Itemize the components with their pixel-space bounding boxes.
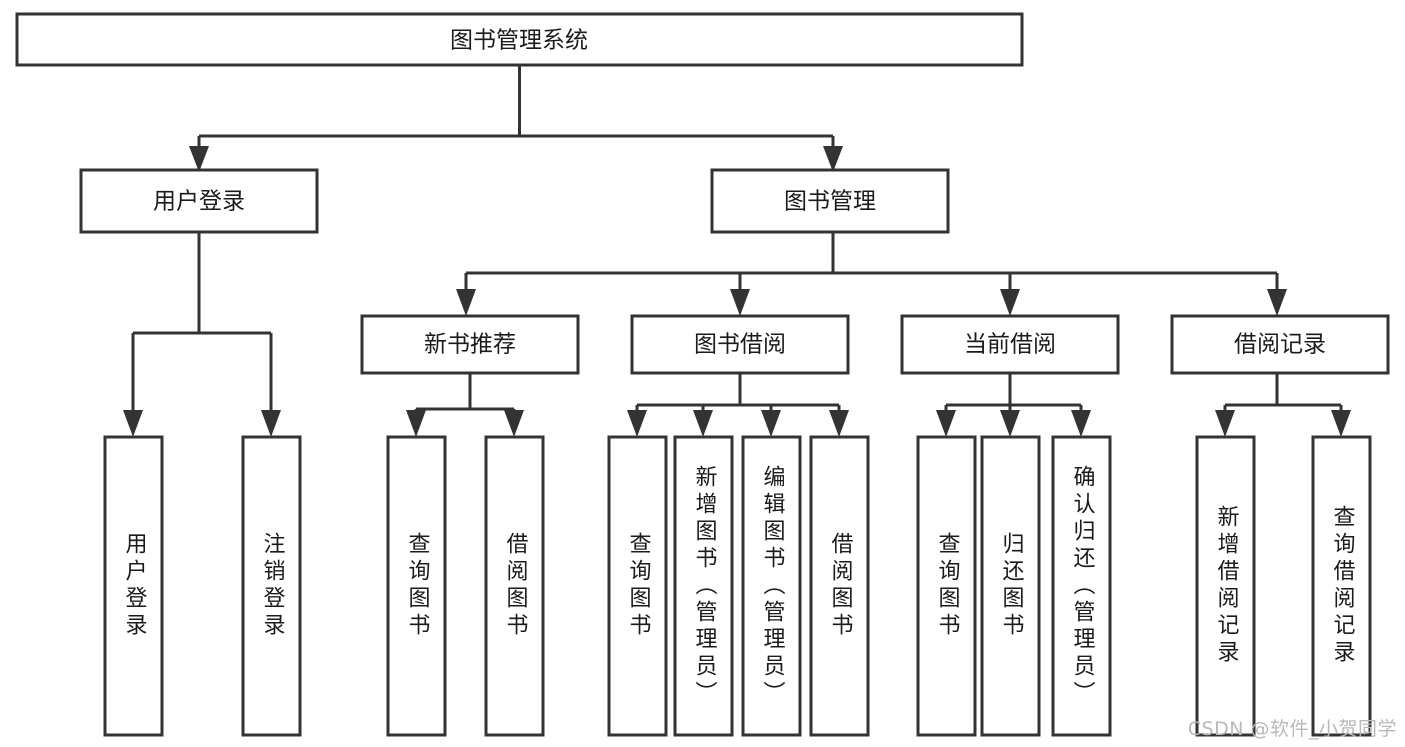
edge-current-borrow-to-leaves (944, 373, 1083, 416)
node-leaf-borrow-book-b[interactable] (809, 435, 870, 737)
label-book-manage: 图书管理 (784, 189, 876, 215)
node-book-manage[interactable] (710, 168, 950, 234)
edge-book-borrow-to-leaves (635, 373, 841, 416)
node-leaf-query-book-c[interactable] (916, 435, 977, 737)
arrowhead-to-book-borrow (730, 289, 750, 316)
edge-new-book-rec-to-leaves (414, 373, 516, 420)
arrowhead-to-leaf-user-login (123, 410, 143, 437)
node-user-login[interactable] (79, 168, 319, 234)
connector-layer (123, 65, 1351, 437)
node-leaf-add-book[interactable] (673, 435, 734, 737)
arrowhead-to-leaf-query-book-b (627, 410, 647, 437)
label-current-borrow: 当前借阅 (964, 332, 1056, 358)
arrowhead-to-leaf-borrow-book-rec (504, 410, 524, 437)
label-book-borrow: 图书借阅 (694, 332, 786, 358)
node-leaf-query-record[interactable] (1311, 435, 1372, 737)
arrowhead-to-leaf-confirm-return (1071, 410, 1091, 437)
label-new-book-rec: 新书推荐 (424, 332, 516, 358)
horizontal-label-layer: 图书管理系统 用户登录 图书管理 新书推荐 图书借阅 当前借阅 借阅记录 (153, 28, 1326, 358)
node-leaf-logout[interactable] (241, 435, 302, 737)
arrowhead-to-current-borrow (1000, 289, 1020, 316)
arrowhead-to-book-manage (823, 146, 843, 172)
node-layer (15, 12, 1390, 737)
node-leaf-query-book-b[interactable] (607, 435, 668, 737)
edge-borrow-record-to-leaves (1223, 373, 1343, 416)
edge-user-login-to-leaves (131, 232, 273, 423)
node-leaf-edit-book[interactable] (741, 435, 802, 737)
node-current-borrow[interactable] (900, 314, 1120, 375)
label-root: 图书管理系统 (450, 28, 588, 54)
node-book-borrow[interactable] (630, 314, 850, 375)
arrowhead-to-leaf-edit-book (761, 410, 781, 437)
arrowhead-to-leaf-query-record (1331, 410, 1351, 437)
node-borrow-record[interactable] (1170, 314, 1390, 375)
arrowhead-to-leaf-return-book (1000, 410, 1020, 437)
node-leaf-return-book[interactable] (980, 435, 1041, 737)
arrowhead-to-borrow-record (1267, 289, 1287, 316)
arrowhead-to-leaf-logout (261, 410, 281, 437)
node-leaf-borrow-book-rec[interactable] (484, 435, 545, 737)
arrowhead-to-leaf-query-book-rec (406, 410, 426, 437)
edge-root-to-level2 (197, 65, 835, 160)
node-root[interactable] (15, 12, 1024, 67)
label-borrow-record: 借阅记录 (1234, 332, 1326, 358)
arrowhead-to-leaf-borrow-book-b (829, 410, 849, 437)
node-leaf-add-record[interactable] (1195, 435, 1256, 737)
node-new-book-rec[interactable] (360, 314, 580, 375)
node-leaf-user-login[interactable] (103, 435, 164, 737)
node-leaf-confirm-return[interactable] (1051, 435, 1112, 737)
label-user-login: 用户登录 (153, 189, 245, 215)
arrowhead-to-user-login (189, 146, 209, 172)
arrowhead-to-new-book-rec (456, 289, 476, 316)
node-leaf-query-book-rec[interactable] (386, 435, 447, 737)
arrowhead-to-leaf-add-record (1215, 410, 1235, 437)
watermark-text: CSDN @软件_小贺同学 (1187, 718, 1397, 740)
edge-book-manage-to-level3 (464, 232, 1279, 305)
arrowhead-to-leaf-query-book-c (936, 410, 956, 437)
arrowhead-to-leaf-add-book (693, 410, 713, 437)
